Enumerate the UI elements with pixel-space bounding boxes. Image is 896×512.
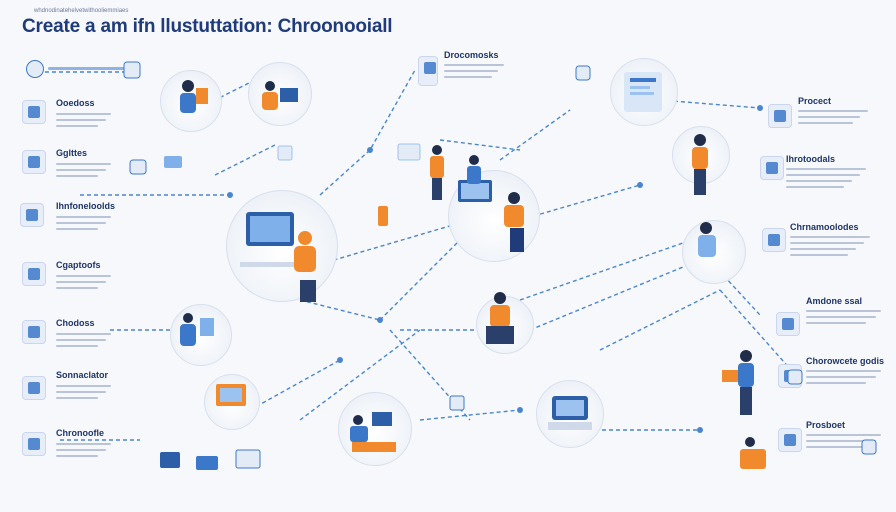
left-lines-3 xyxy=(56,216,111,230)
left-label-1: Ooedoss xyxy=(56,98,95,108)
right-label-2: Ihrotoodals xyxy=(786,154,835,164)
right-icon-4 xyxy=(776,312,800,336)
right-lines-1 xyxy=(798,110,868,124)
right-label-6: Prosboet xyxy=(806,420,846,430)
left-lines-2 xyxy=(56,163,111,177)
left-lines-5 xyxy=(56,333,111,347)
left-lines-4 xyxy=(56,275,111,289)
left-lines-6 xyxy=(56,385,111,399)
left-icon-5 xyxy=(22,320,46,344)
right-icon-2 xyxy=(760,156,784,180)
subtitle: whdnodinatehelvetwithooliemmiaes xyxy=(34,8,129,14)
left-label-2: Gglttes xyxy=(56,148,88,158)
right-icon-1 xyxy=(768,104,792,128)
right-label-4: Amdone ssal xyxy=(806,296,863,306)
left-lines-7 xyxy=(56,443,111,457)
left-label-4: Cgaptoofs xyxy=(56,260,101,270)
left-label-6: Sonnaclator xyxy=(56,370,109,380)
right-lines-4 xyxy=(806,310,881,324)
left-icon-7 xyxy=(22,432,46,456)
left-icon-3 xyxy=(20,203,44,227)
left-label-3: Ihnfoneloolds xyxy=(56,201,115,211)
right-label-1: Procect xyxy=(798,96,832,106)
right-lines-3 xyxy=(790,236,870,256)
center-top-lines xyxy=(444,64,504,78)
right-lines-6 xyxy=(806,434,881,448)
right-lines-5 xyxy=(806,370,881,384)
search-bar xyxy=(20,58,140,78)
right-label-5: Chorowcete godis xyxy=(806,356,885,366)
left-icon-6 xyxy=(22,376,46,400)
page-title: Create a am ifn llustuttation: Chroonooi… xyxy=(22,16,393,37)
right-icon-3 xyxy=(762,228,786,252)
right-label-3: Chrnamoolodes xyxy=(790,222,859,232)
left-icon-1 xyxy=(22,100,46,124)
orb-top-right xyxy=(610,58,678,126)
right-lines-2 xyxy=(786,168,866,188)
top-doc-icon xyxy=(418,56,438,86)
left-icon-2 xyxy=(22,150,46,174)
orb-top-mid xyxy=(248,62,312,126)
left-label-5: Chodoss xyxy=(56,318,95,328)
center-top-label: Drocomosks xyxy=(444,50,499,60)
left-icon-4 xyxy=(22,262,46,286)
search-icon xyxy=(26,60,44,78)
left-lines-1 xyxy=(56,113,111,127)
left-label-7: Chronoofle xyxy=(56,428,104,438)
right-icon-6 xyxy=(778,428,802,452)
